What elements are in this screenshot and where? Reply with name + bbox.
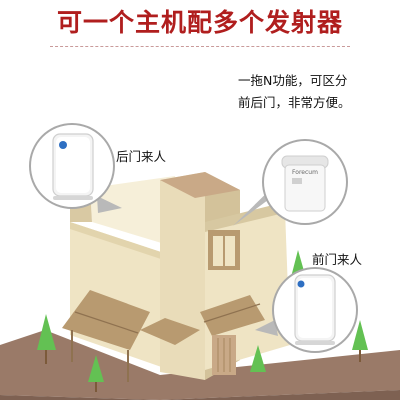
tree [250,345,266,372]
left-canopy-edge [74,311,139,334]
front-callout-leader [255,320,278,336]
back-callout-leader [97,196,122,213]
front-door-label: 前门来人 [312,252,363,267]
tower-top [160,172,240,198]
left-canopy [62,290,150,350]
left-roof-top [90,176,178,248]
receiver-brand: Forecum [292,169,318,176]
back-transmitter-callout [29,123,115,209]
page-title: 可一个主机配多个发射器 [56,8,343,37]
back-door-label: 后门来人 [116,149,167,164]
description-line: 前后门，非常方便。 [238,95,351,110]
ground [0,330,400,400]
front-transmitter-base [295,341,335,345]
right-wall-top [205,202,288,232]
receiver-speaker-icon [292,178,302,184]
tree [88,355,104,382]
front-transmitter-button-icon [297,280,305,288]
tower-front [160,172,205,380]
back-transmitter-button-icon [59,141,67,149]
back-transmitter-base [53,196,93,200]
front-transmitter-callout [272,267,358,353]
front-transmitter-face [298,278,332,338]
right-canopy-edge [203,303,261,323]
back-transmitter-face [56,137,90,193]
tree [37,314,56,350]
tree [352,320,368,350]
receiver-body [284,164,326,212]
description-line: 一拖N功能，可区分 [238,73,348,88]
left-wall-top [70,222,170,262]
right-canopy [200,295,265,336]
title-divider [50,46,350,47]
porch-roof [140,318,200,345]
feature-description: 一拖N功能，可区分 前后门，非常方便。 [238,70,351,114]
receiver-callout: Forecum [262,139,348,225]
ground-edge [0,390,400,400]
